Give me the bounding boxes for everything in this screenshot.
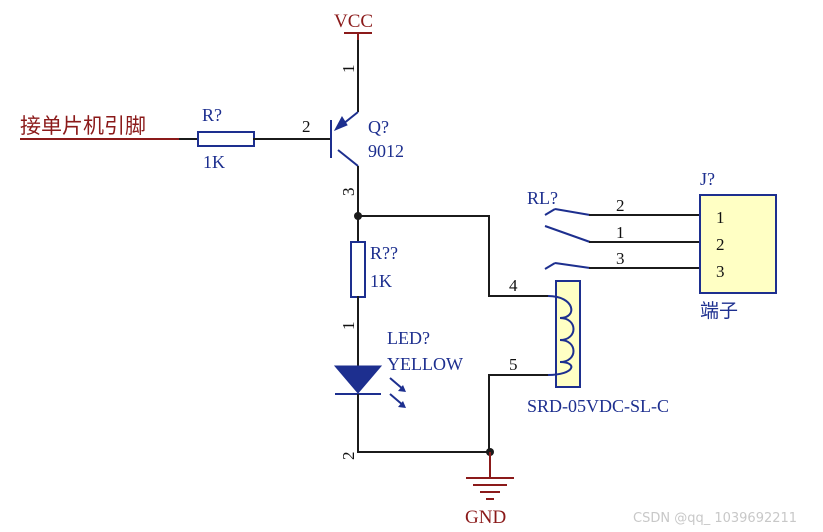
r2-value: 1K [370,271,392,291]
input-net-label: 接单片机引脚 [20,114,146,138]
q1-pin-2: 2 [302,117,311,136]
relay-coil-winding [547,295,575,376]
transistor-q1: 1 2 3 Q? 9012 [302,40,404,216]
relay-pin-5: 5 [509,355,518,374]
r2-ref: R?? [370,243,398,263]
connector-pin-2: 2 [716,235,725,254]
led: 1 2 LED? YELLOW [333,306,463,461]
q1-value: 9012 [368,141,404,161]
led-pin-1: 1 [339,322,358,331]
q1-pin-3: 3 [339,188,358,197]
led-pin-2: 2 [339,452,358,461]
connector-value: 端子 [700,300,738,322]
led-ref: LED? [387,328,430,348]
relay-contacts: RL? 2 1 3 [527,188,701,270]
connector-body [699,194,777,294]
gnd-label: GND [465,507,506,528]
r1-ref: R? [202,105,222,125]
relay-ref: RL? [527,188,558,208]
wire-to-relay-pin-4 [357,215,549,297]
relay-pin-4: 4 [509,276,518,295]
vcc-power-symbol: VCC [334,11,373,40]
q1-ref: Q? [368,117,389,137]
connector-j: J? 1 2 3 端子 [699,169,777,322]
wire-relay-pin-5 [488,374,549,453]
relay-pin-1: 1 [616,223,625,242]
watermark: CSDN @qq_ 1039692211 [633,511,797,526]
q1-pin-1: 1 [339,65,358,74]
resistor-r1: R? 1K [179,105,331,172]
input-net: 接单片机引脚 [20,114,180,140]
connector-pin-1: 1 [716,208,725,227]
relay-pin-2: 2 [616,196,625,215]
vcc-label: VCC [334,11,373,32]
r1-value: 1K [203,152,225,172]
relay-coil: 4 5 SRD-05VDC-SL-C [509,276,669,416]
led-value: YELLOW [387,354,463,374]
connector-pin-3: 3 [716,262,725,281]
connector-ref: J? [700,169,715,189]
resistor-r2: R?? 1K [350,215,398,307]
relay-value: SRD-05VDC-SL-C [527,396,669,416]
gnd-power-symbol: GND [465,452,514,528]
relay-pin-3: 3 [616,249,625,268]
